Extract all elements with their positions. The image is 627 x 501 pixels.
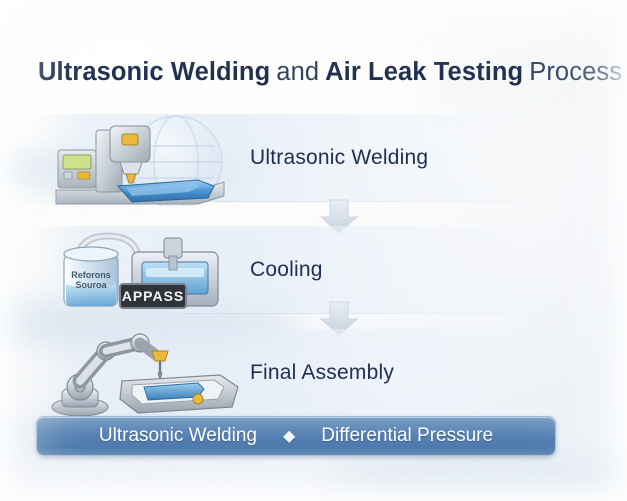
pass-display-label: APPASS <box>122 288 185 304</box>
robot-arm-assembly-icon <box>48 325 248 421</box>
title-part-ultrasonic-welding: Ultrasonic Welding <box>38 58 271 86</box>
title-part-air-leak-testing: Air Leak Testing <box>325 58 524 86</box>
diamond-separator-icon: ◆ <box>282 428 296 445</box>
title-part-process: Process <box>529 58 623 86</box>
step-label-ultrasonic-welding: Ultrasonic Welding <box>250 146 429 169</box>
step-label-final-assembly: Final Assembly <box>250 361 395 384</box>
down-arrow-icon <box>316 300 362 338</box>
cooling-tank-icon: Reforons Sourоa APPASS <box>48 222 248 318</box>
ultrasonic-welding-machine-icon <box>48 110 248 209</box>
reference-source-label: Reforons <box>71 270 111 280</box>
process-step-row: Final Assembly <box>0 325 627 421</box>
down-arrow-icon <box>316 198 362 236</box>
process-step-row: Ultrasonic Welding <box>0 110 627 209</box>
summary-banner[interactable]: Ultrasonic Welding ◆ Differential Pressu… <box>36 416 556 456</box>
banner-label-differential-pressure: Differential Pressure <box>321 425 494 446</box>
background-mist <box>330 455 627 501</box>
title-part-and: and <box>276 58 320 86</box>
process-step-row: Reforons Sourоa APPASS Cooling <box>0 222 627 318</box>
reference-source-label: Sourоa <box>75 280 107 290</box>
banner-label-ultrasonic-welding: Ultrasonic Welding <box>98 425 257 446</box>
step-label-cooling: Cooling <box>250 258 323 281</box>
